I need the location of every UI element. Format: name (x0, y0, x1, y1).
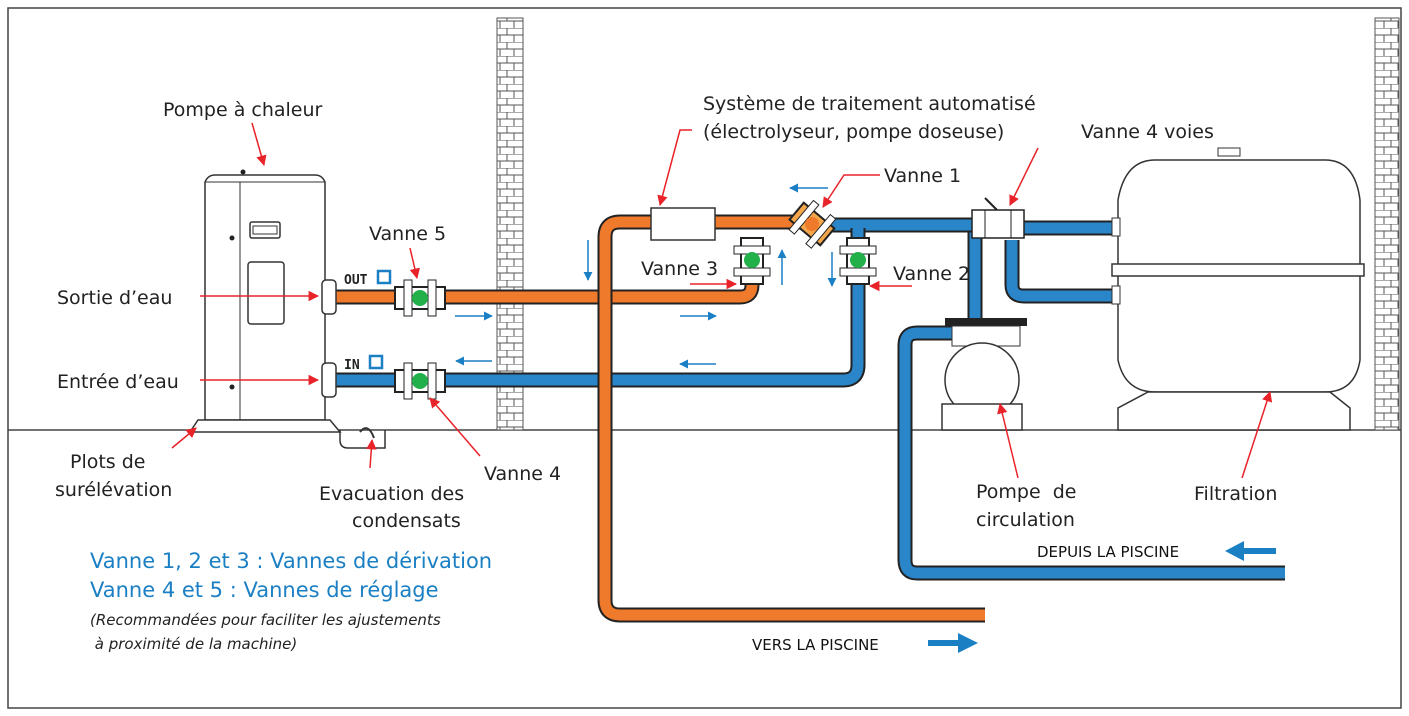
label-treatment-1: Système de traitement automatisé (703, 93, 1036, 115)
pipe-from-pool (899, 327, 1285, 579)
legend-line-1: Vanne 1, 2 et 3 : Vannes de dérivation (90, 549, 492, 573)
label-filtration: Filtration (1194, 483, 1277, 505)
callout-arrows (171, 122, 1273, 479)
valve-1 (788, 199, 837, 249)
pipe-from-heatpump-outlet (330, 240, 758, 303)
four-way-valve (971, 197, 1025, 239)
label-treatment-2: (électrolyseur, pompe doseuse) (703, 121, 1004, 143)
brick-wall-right (1374, 17, 1400, 431)
label-water-out: Sortie d’eau (57, 287, 172, 309)
label-valve-2: Vanne 2 (893, 263, 970, 285)
label-circ-pump-2: circulation (976, 509, 1075, 531)
treatment-system-box (650, 207, 716, 241)
brick-wall-left (496, 17, 524, 431)
legend-line-2: Vanne 4 et 5 : Vannes de réglage (90, 578, 439, 602)
label-valve-4way: Vanne 4 voies (1081, 121, 1214, 143)
pipe-to-heatpump-inlet (330, 228, 864, 386)
label-feet-1: Plots de (70, 451, 146, 473)
water-outlet-connector (321, 279, 337, 315)
label-water-in: Entrée d’eau (57, 371, 179, 393)
valve-2 (839, 237, 877, 285)
filtration-tank (1111, 147, 1365, 431)
label-from-pool: DEPUIS LA PISCINE (1037, 543, 1179, 561)
valve-3 (733, 237, 771, 285)
out-icon (376, 269, 392, 285)
circulation-pump (941, 318, 1027, 431)
tag-out: OUT (344, 273, 368, 288)
in-icon (368, 354, 384, 370)
label-circ-pump-1: Pompe de (976, 481, 1077, 503)
label-heat-pump: Pompe à chaleur (163, 99, 323, 121)
flow-arrows (455, 183, 837, 369)
label-valve-1: Vanne 1 (884, 165, 961, 187)
label-condensate-1: Evacuation des (319, 483, 464, 505)
tag-in: IN (344, 358, 360, 373)
from-pool-arrow-icon (1225, 541, 1276, 561)
label-valve-4: Vanne 4 (484, 463, 561, 485)
pipe-4way-filter-bottom (1006, 240, 1112, 302)
heat-pump-feet (188, 419, 342, 433)
legend-note-2: à proximité de la machine) (90, 635, 297, 653)
label-to-pool: VERS LA PISCINE (752, 636, 879, 654)
label-valve-5: Vanne 5 (369, 223, 446, 245)
valve-4 (394, 362, 446, 400)
heat-pump-unit (188, 169, 342, 433)
water-inlet-connector (321, 362, 337, 398)
condensate-drain (359, 427, 375, 439)
label-feet-2: surélévation (55, 479, 172, 501)
label-condensate-2: condensats (352, 510, 461, 532)
to-pool-arrow-icon (928, 633, 978, 653)
valve-5 (394, 279, 446, 317)
pipe-to-pool (599, 216, 985, 621)
legend-note-1: (Recommandées pour faciliter les ajustem… (90, 611, 441, 629)
frame-border (7, 7, 1402, 709)
label-valve-3: Vanne 3 (641, 258, 718, 280)
